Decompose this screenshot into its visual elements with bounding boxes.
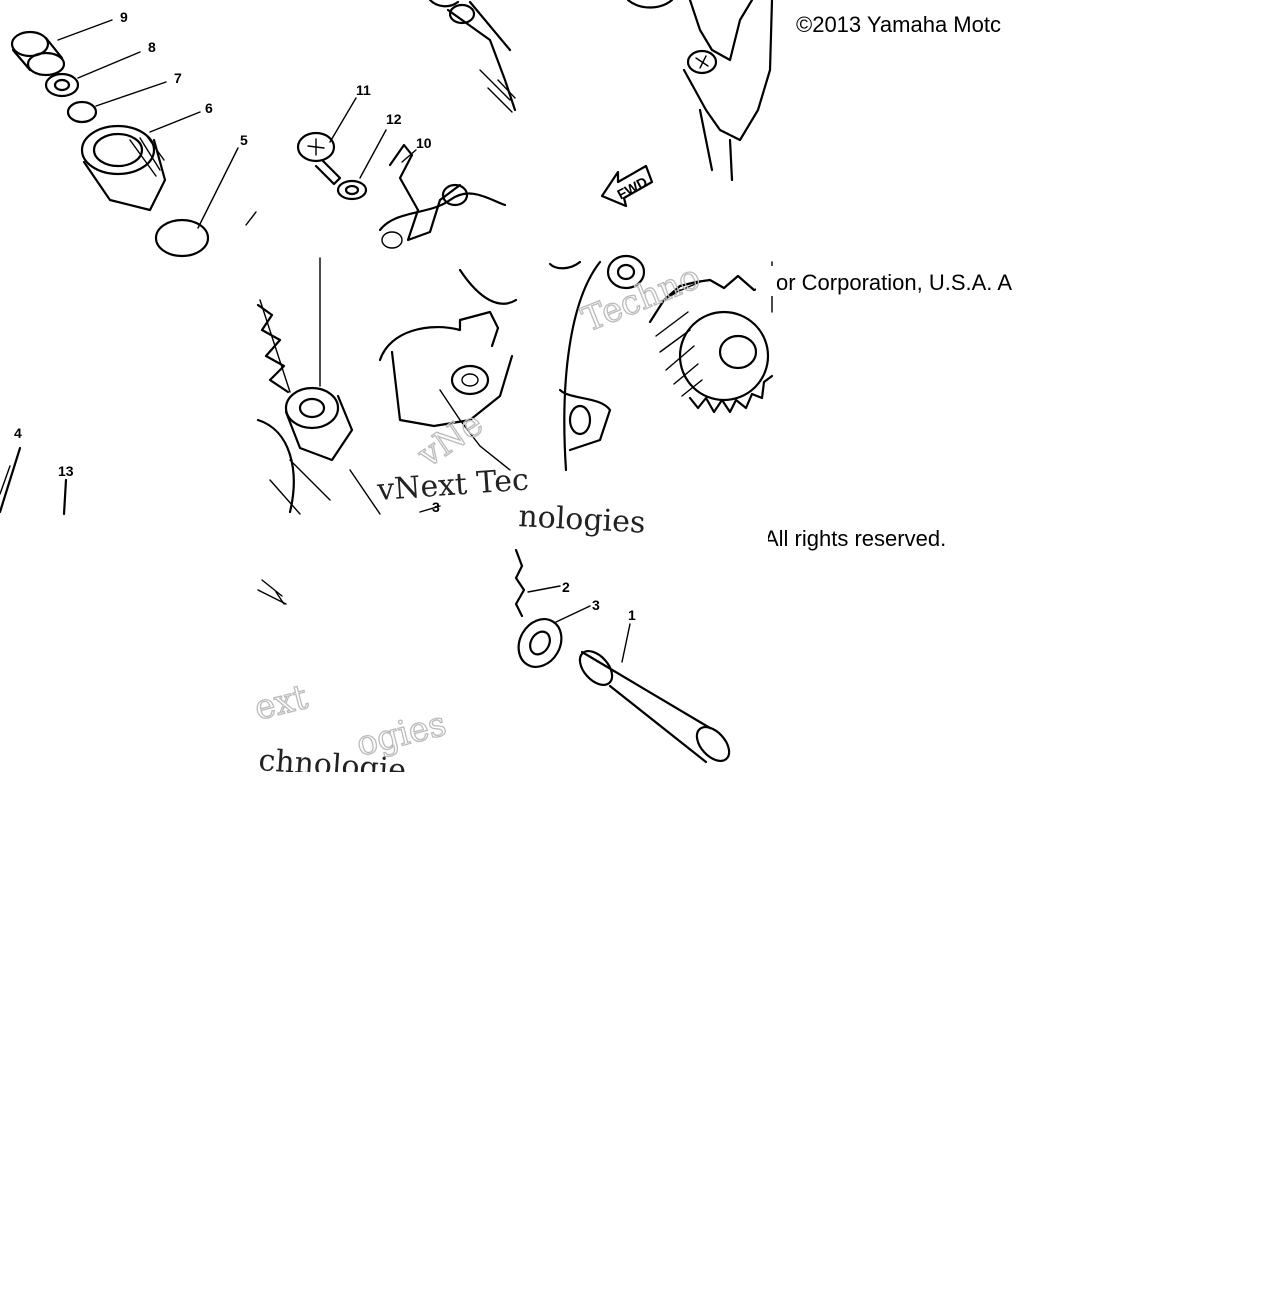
fwd-arrow-icon: FWD	[600, 164, 654, 208]
tile-middle-center: 3	[256, 257, 518, 515]
callout-6: 6	[205, 100, 213, 116]
callout-13: 13	[58, 463, 74, 479]
callout-11: 11	[356, 82, 371, 98]
tile-middle-right	[548, 254, 774, 472]
part-8-washer	[44, 72, 80, 98]
callout-3: 3	[592, 597, 600, 613]
part-3-washer	[517, 618, 563, 668]
callout-7: 7	[174, 70, 182, 86]
watermark-text-2: vNext Tec	[375, 462, 530, 508]
tile-top-right: FWD	[600, 0, 774, 208]
callout-1: 1	[628, 607, 636, 623]
callout-4: 4	[14, 425, 22, 441]
callout-3-upper: 3	[432, 499, 440, 515]
copyright-line-1: ©2013 Yamaha Motc	[796, 12, 1001, 37]
part-collar	[284, 386, 354, 462]
tile-bottom-left	[257, 579, 287, 605]
tile-bottom-center: 2 3 1	[514, 548, 731, 764]
callout-9: 9	[120, 9, 128, 25]
copyright-line-3: All rights reserved.	[764, 526, 946, 551]
copyright-line-2: or Corporation, U.S.A. A	[776, 270, 1012, 295]
callout-2: 2	[562, 579, 570, 595]
part-9-bushing	[10, 30, 66, 77]
fwd-label: FWD	[614, 173, 650, 202]
tile-top-left: 9 8 7 6 5 11 12 10	[10, 0, 517, 258]
part-12-washer	[336, 179, 368, 201]
watermark-text-5: ext	[251, 677, 312, 729]
callout-8: 8	[148, 39, 156, 55]
callout-10: 10	[416, 135, 432, 151]
copyright: ©2013 Yamaha Motc or Corporation, U.S.A.…	[764, 12, 1012, 551]
part-kick-gear	[648, 274, 774, 414]
watermark-text-4: nologies	[518, 499, 647, 541]
callout-5: 5	[240, 132, 248, 148]
part-gear-washer	[606, 254, 646, 290]
part-11-screw	[296, 131, 342, 186]
tile-middle-left: 4 13	[0, 425, 74, 516]
part-1-shaft	[578, 650, 731, 764]
part-5-oring	[154, 218, 210, 258]
edge-mark	[245, 211, 257, 226]
part-7-oring	[66, 100, 98, 124]
part-10-lever	[378, 143, 507, 249]
callout-12: 12	[386, 111, 402, 127]
part-6-plug	[80, 124, 167, 212]
